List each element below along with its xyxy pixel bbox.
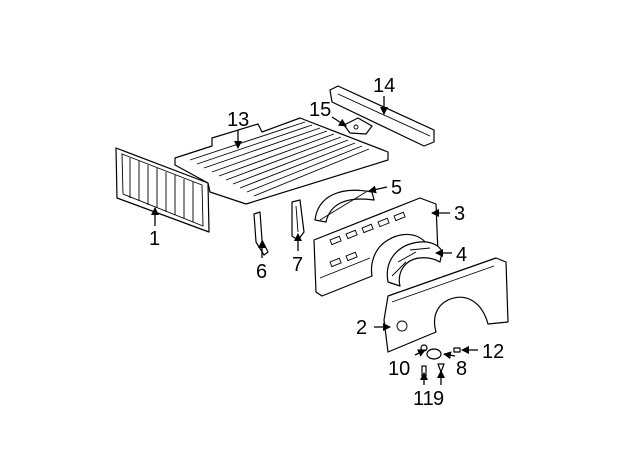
- callout-1: 1: [149, 228, 160, 250]
- callout-14: 14: [373, 75, 395, 97]
- callout-11: 11: [413, 388, 434, 410]
- callout-3: 3: [454, 203, 465, 225]
- inner-wheelhouse: [386, 241, 443, 287]
- callout-10: 10: [388, 358, 410, 380]
- brace-left: [253, 211, 269, 256]
- screw-12: [453, 347, 461, 353]
- callout-13: 13: [227, 109, 249, 131]
- callout-7: 7: [292, 254, 303, 276]
- outer-side-panel: [383, 257, 509, 353]
- callout-8: 8: [456, 358, 467, 380]
- callout-5: 5: [391, 177, 402, 199]
- callout-9: 9: [433, 388, 444, 410]
- front-panel: [115, 147, 210, 233]
- bed-floor: [174, 117, 389, 205]
- leader-lines: [151, 96, 478, 385]
- callout-15: 15: [309, 99, 331, 121]
- hinge-clip: [437, 363, 445, 373]
- outer-wheelhouse: [314, 189, 375, 223]
- callout-6: 6: [256, 261, 267, 283]
- rear-cross-sill: [329, 85, 435, 147]
- callout-4: 4: [456, 244, 467, 266]
- callout-2: 2: [356, 317, 367, 339]
- callout-12: 12: [482, 341, 504, 363]
- bracket: [343, 117, 373, 135]
- fuel-door: [426, 348, 442, 360]
